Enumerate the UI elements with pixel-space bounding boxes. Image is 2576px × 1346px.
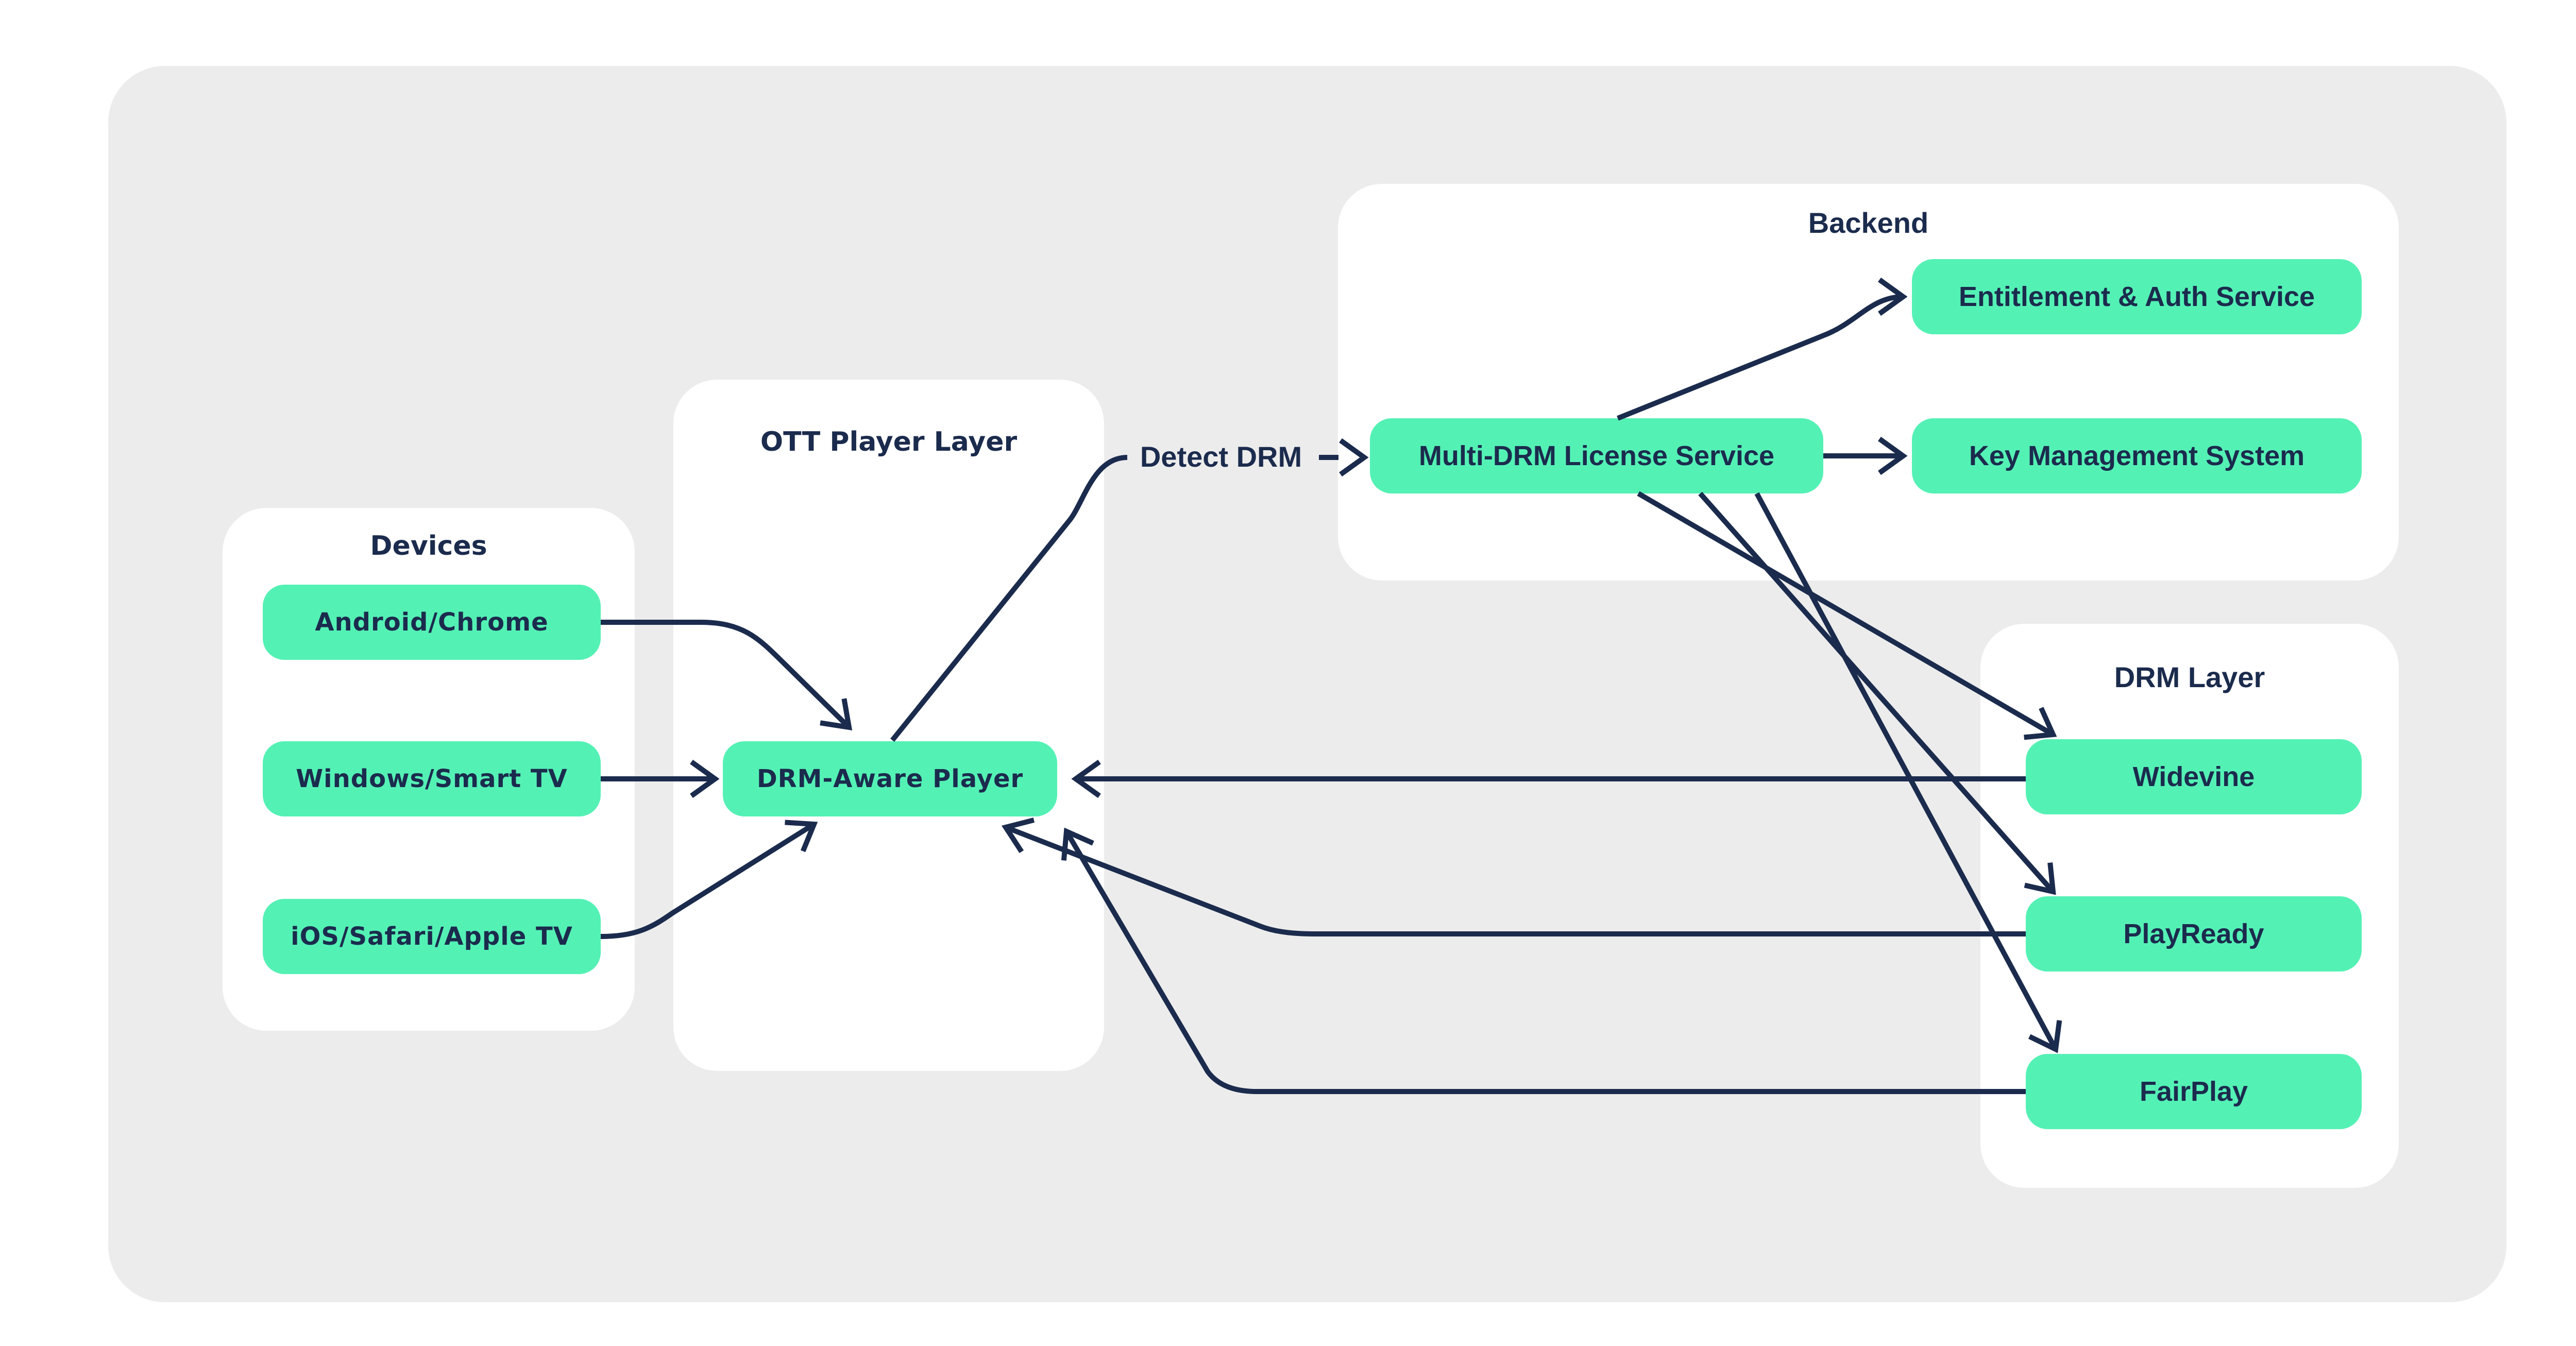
node-widevine: Widevine bbox=[2026, 739, 2362, 814]
node-multi-drm-license-service: Multi-DRM License Service bbox=[1370, 418, 1823, 493]
group-title-devices: Devices bbox=[370, 531, 487, 561]
node-ios-safari-apple-tv: iOS/Safari/Apple TV bbox=[263, 899, 601, 974]
node-playready: PlayReady bbox=[2026, 896, 2362, 972]
group-title-drm-layer: DRM Layer bbox=[2114, 661, 2265, 693]
node-drm-aware-player: DRM-Aware Player bbox=[723, 741, 1057, 816]
node-key-management-system: Key Management System bbox=[1912, 418, 2362, 493]
node-entitlement-auth-service: Entitlement & Auth Service bbox=[1912, 259, 2362, 334]
group-title-ott-player-layer: OTT Player Layer bbox=[760, 427, 1018, 457]
group-backend bbox=[1338, 184, 2399, 581]
group-title-backend: Backend bbox=[1808, 207, 1929, 239]
group-ott-player-layer bbox=[673, 380, 1104, 1071]
node-windows-smart-tv: Windows/Smart TV bbox=[263, 741, 601, 816]
node-android-chrome: Android/Chrome bbox=[263, 585, 601, 660]
node-fairplay: FairPlay bbox=[2026, 1054, 2362, 1129]
edge-label-detect-drm: Detect DRM bbox=[1140, 440, 1302, 473]
